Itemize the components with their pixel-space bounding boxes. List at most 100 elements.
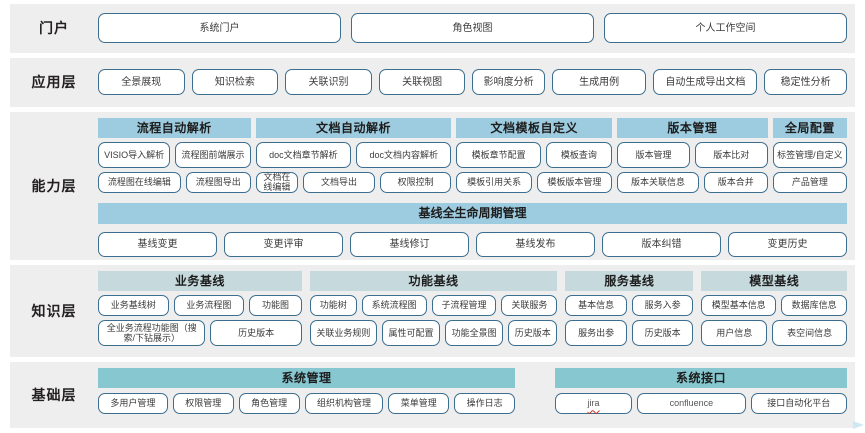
knowledge-group-title-service-baseline: 服务基线 <box>565 270 694 291</box>
knowledge-group-title-business-baseline: 业务基线 <box>98 270 302 291</box>
kn-item-database-info[interactable]: 数据库信息 <box>781 294 847 316</box>
knowledge-row-1: 基本信息 服务入参 <box>565 294 694 316</box>
cap-item-tag-mgmt-custom[interactable]: 标签管理/自定义 <box>772 141 848 168</box>
kn-item-tablespace-info[interactable]: 表空间信息 <box>772 319 847 346</box>
kn-item-history-version-service[interactable]: 历史版本 <box>631 319 694 346</box>
baseline-item-change-history[interactable]: 变更历史 <box>728 231 847 257</box>
cap-item-visio-import-parse[interactable]: VISIO导入解析 <box>98 141 171 168</box>
cap-item-doc-online-edit[interactable]: 文档在线编辑 <box>255 171 299 193</box>
base-item-multi-user-mgmt[interactable]: 多用户管理 <box>98 393 168 414</box>
kn-item-full-business-flow-function-diagram[interactable]: 全业务流程功能图（搜索/下钻展示） <box>98 319 206 346</box>
app-item-impact-analysis[interactable]: 影响度分析 <box>472 69 545 96</box>
cap-item-template-reference-relation[interactable]: 模板引用关系 <box>456 171 532 193</box>
app-item-generate-case[interactable]: 生成用例 <box>551 69 647 96</box>
kn-item-history-version-function[interactable]: 历史版本 <box>508 319 558 346</box>
base-item-org-structure-mgmt[interactable]: 组织机构管理 <box>304 393 384 414</box>
cap-item-version-compare[interactable]: 版本比对 <box>694 141 768 168</box>
app-item-relation-view[interactable]: 关联视图 <box>378 69 466 96</box>
kn-item-related-business-rule[interactable]: 关联业务规则 <box>309 319 377 346</box>
baseline-item-revise[interactable]: 基线修订 <box>350 231 469 257</box>
cap-item-version-merge[interactable]: 版本合并 <box>703 171 768 193</box>
base-item-menu-mgmt[interactable]: 菜单管理 <box>388 393 450 414</box>
portal-item-role-view[interactable]: 角色视图 <box>351 13 594 44</box>
capability-row-2: 流程图在线编辑 流程图导出 <box>98 171 251 193</box>
baseline-item-release[interactable]: 基线发布 <box>476 231 595 257</box>
capability-row-2: 模板引用关系 模板版本管理 <box>456 171 613 193</box>
baseline-item-version-correction[interactable]: 版本纠错 <box>602 231 721 257</box>
kn-item-user-info[interactable]: 用户信息 <box>701 319 768 346</box>
cap-item-template-version-mgmt[interactable]: 模板版本管理 <box>536 171 613 193</box>
portal-item-strip: 系统门户 角色视图 个人工作空间 <box>98 13 847 44</box>
capability-group-title-doc-template: 文档模板自定义 <box>456 117 613 138</box>
baseline-item-change-review[interactable]: 变更评审 <box>224 231 343 257</box>
layer-row-portal: 门户 系统门户 角色视图 个人工作空间 <box>10 4 855 53</box>
kn-item-subprocess-mgmt[interactable]: 子流程管理 <box>431 294 497 316</box>
portal-item-personal-workspace[interactable]: 个人工作空间 <box>604 13 847 44</box>
kn-item-service-input-param[interactable]: 服务入参 <box>631 294 694 316</box>
kn-item-basic-info[interactable]: 基本信息 <box>565 294 627 316</box>
capability-group-doc-template: 文档模板自定义 模板章节配置 模板查询 模板引用关系 模板版本管理 <box>456 117 613 193</box>
app-item-relation-id[interactable]: 关联识别 <box>285 69 372 96</box>
kn-item-history-version-business[interactable]: 历史版本 <box>210 319 302 346</box>
app-item-auto-export-doc[interactable]: 自动生成导出文档 <box>653 69 758 96</box>
base-group-system-interface: 系统接口 jira confluence 接口自动化平台 <box>555 368 847 422</box>
kn-item-business-baseline-tree[interactable]: 业务基线树 <box>98 294 169 316</box>
app-item-knowledge-search[interactable]: 知识检索 <box>191 69 279 96</box>
layer-body-application: 全景展现 知识检索 关联识别 关联视图 影响度分析 生成用例 自动生成导出文档 … <box>98 69 847 96</box>
layer-body-portal: 系统门户 角色视图 个人工作空间 <box>98 13 847 44</box>
cap-item-flowchart-export[interactable]: 流程图导出 <box>185 171 251 193</box>
knowledge-group-service-baseline: 服务基线 基本信息 服务入参 服务出参 历史版本 <box>565 270 694 351</box>
app-item-stability-analysis[interactable]: 稳定性分析 <box>764 69 847 96</box>
knowledge-row-2: 服务出参 历史版本 <box>565 319 694 346</box>
knowledge-group-function-baseline: 功能基线 功能树 系统流程图 子流程管理 关联服务 关联业务规则 属性可配置 功… <box>309 270 558 351</box>
layer-body-knowledge: 业务基线 业务基线树 业务流程图 功能图 全业务流程功能图（搜索/下钻展示） 历… <box>98 270 847 351</box>
cap-item-version-mgmt[interactable]: 版本管理 <box>617 141 690 168</box>
cap-item-doc-content-parse[interactable]: doc文档内容解析 <box>356 141 452 168</box>
base-item-confluence[interactable]: confluence <box>637 393 746 414</box>
capability-group-rows-process-parse: VISIO导入解析 流程图前端展示 流程图在线编辑 流程图导出 <box>98 141 251 193</box>
kn-item-function-panorama[interactable]: 功能全景图 <box>445 319 504 346</box>
kn-item-function-tree[interactable]: 功能树 <box>309 294 357 316</box>
kn-item-model-basic-info[interactable]: 模型基本信息 <box>701 294 777 316</box>
cap-item-flowchart-frontend-display[interactable]: 流程图前端展示 <box>175 141 251 168</box>
base-item-interface-automation-platform[interactable]: 接口自动化平台 <box>750 393 847 414</box>
kn-item-service-output-param[interactable]: 服务出参 <box>565 319 627 346</box>
base-item-operation-log[interactable]: 操作日志 <box>454 393 516 414</box>
kn-item-system-flowchart[interactable]: 系统流程图 <box>361 294 427 316</box>
layer-label-knowledge: 知识层 <box>31 302 77 319</box>
decorative-arrow-icon <box>795 421 864 429</box>
cap-item-version-relation-info[interactable]: 版本关联信息 <box>617 171 699 193</box>
capability-group-title-process-parse: 流程自动解析 <box>98 117 251 138</box>
base-row-system-interface: jira confluence 接口自动化平台 <box>555 393 847 414</box>
cap-item-doc-export[interactable]: 文档导出 <box>303 171 375 193</box>
capability-group-process-parse: 流程自动解析 VISIO导入解析 流程图前端展示 流程图在线编辑 流程图导出 <box>98 117 251 193</box>
baseline-lifecycle-title: 基线全生命周期管理 <box>98 202 847 224</box>
capability-group-global-config: 全局配置 标签管理/自定义 产品管理 <box>772 117 848 193</box>
app-item-panorama[interactable]: 全景展现 <box>98 69 185 96</box>
base-item-jira[interactable]: jira <box>555 393 633 414</box>
capability-group-rows-global-config: 标签管理/自定义 产品管理 <box>772 141 848 193</box>
cap-item-flowchart-online-edit[interactable]: 流程图在线编辑 <box>98 171 181 193</box>
cap-item-template-chapter-config[interactable]: 模板章节配置 <box>456 141 541 168</box>
base-item-role-mgmt[interactable]: 角色管理 <box>238 393 300 414</box>
capability-group-rows-doc-template: 模板章节配置 模板查询 模板引用关系 模板版本管理 <box>456 141 613 193</box>
cap-item-permission-control[interactable]: 权限控制 <box>379 171 452 193</box>
kn-item-attribute-configurable[interactable]: 属性可配置 <box>381 319 441 346</box>
portal-item-system-portal[interactable]: 系统门户 <box>98 13 341 44</box>
kn-item-business-flowchart[interactable]: 业务流程图 <box>173 294 245 316</box>
cap-item-product-mgmt[interactable]: 产品管理 <box>772 171 848 193</box>
baseline-item-change[interactable]: 基线变更 <box>98 231 217 257</box>
cap-item-doc-chapter-parse[interactable]: doc文档章节解析 <box>255 141 352 168</box>
kn-item-related-service[interactable]: 关联服务 <box>501 294 558 316</box>
capability-group-doc-parse: 文档自动解析 doc文档章节解析 doc文档内容解析 文档在线编辑 文档导出 权… <box>255 117 452 193</box>
cap-item-template-query[interactable]: 模板查询 <box>545 141 613 168</box>
base-item-permission-mgmt[interactable]: 权限管理 <box>172 393 234 414</box>
knowledge-group-model-baseline: 模型基线 模型基本信息 数据库信息 用户信息 表空间信息 <box>701 270 847 351</box>
knowledge-row-2: 全业务流程功能图（搜索/下钻展示） 历史版本 <box>98 319 302 346</box>
knowledge-row-1: 业务基线树 业务流程图 功能图 <box>98 294 302 316</box>
capability-group-title-global-config: 全局配置 <box>772 117 848 138</box>
kn-item-function-diagram[interactable]: 功能图 <box>249 294 302 316</box>
layer-body-base: 系统管理 多用户管理 权限管理 角色管理 组织机构管理 菜单管理 操作日志 系统… <box>98 368 847 422</box>
capability-row-2: 文档在线编辑 文档导出 权限控制 <box>255 171 452 193</box>
capability-row-1: 标签管理/自定义 <box>772 141 848 168</box>
